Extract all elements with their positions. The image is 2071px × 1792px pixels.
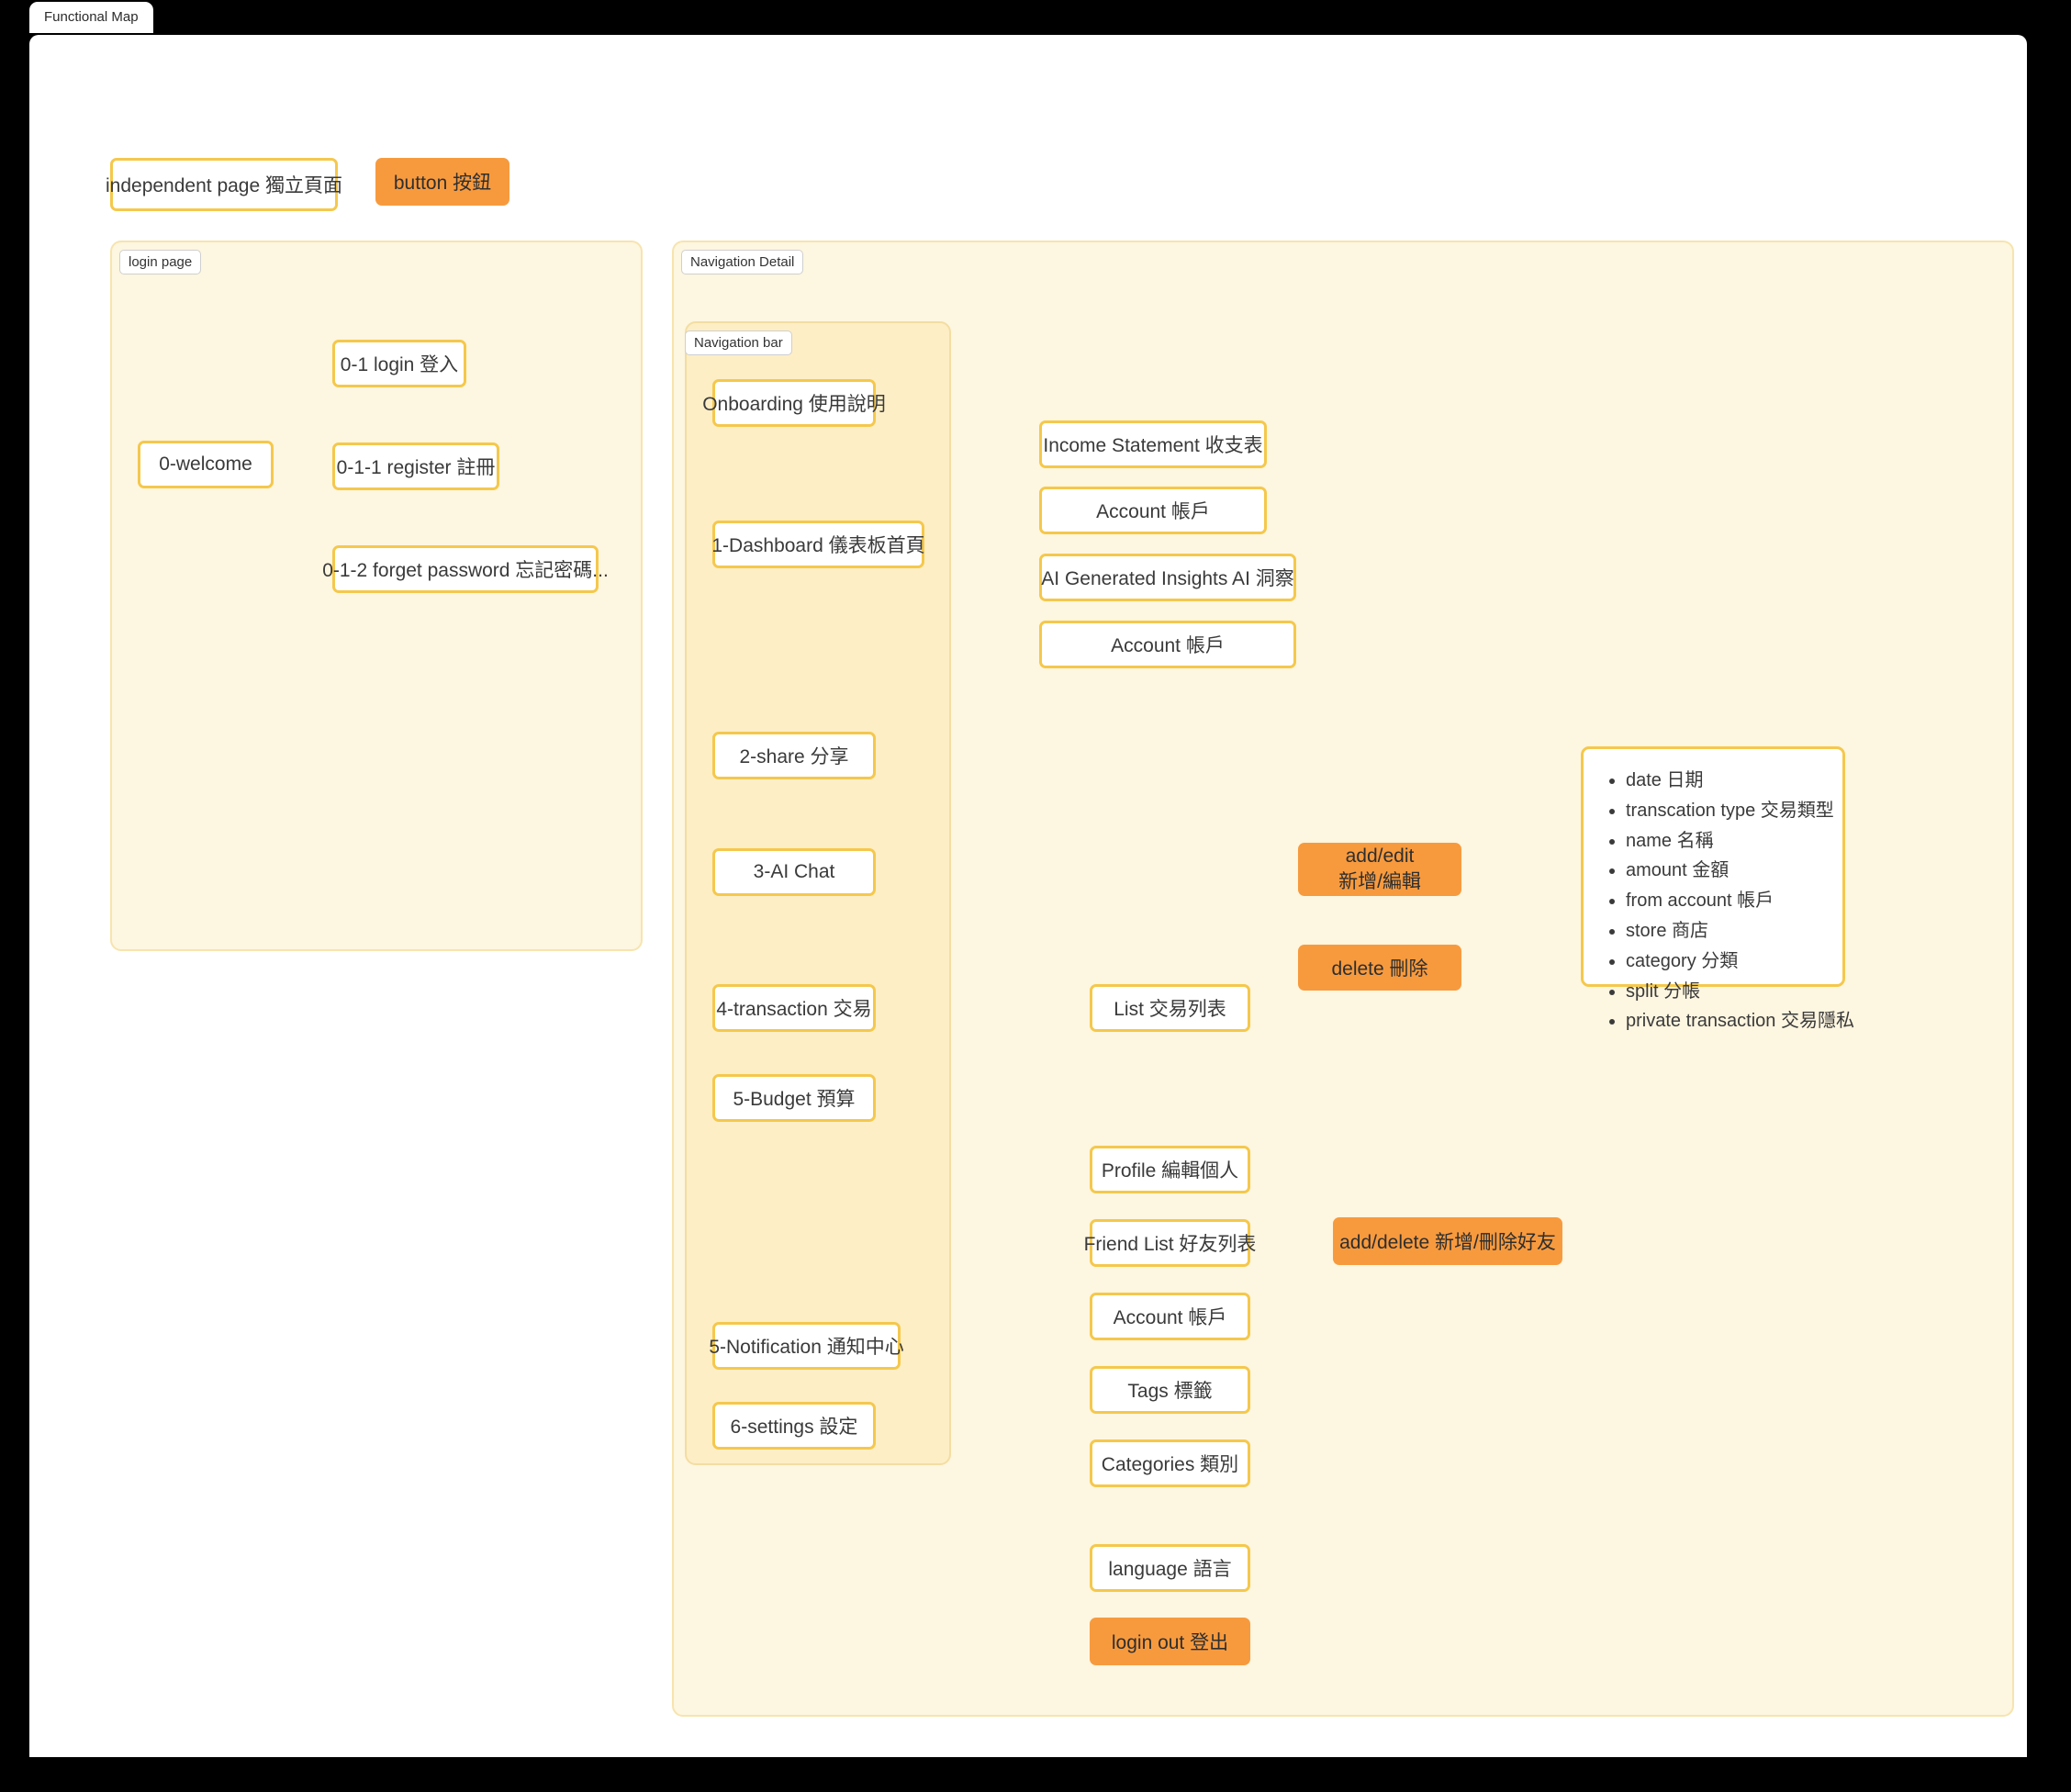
node-transaction-list[interactable]: List 交易列表: [1090, 984, 1250, 1032]
browser-tab-strip: Functional Map: [0, 0, 2071, 35]
node-ai-chat[interactable]: 3-AI Chat: [712, 848, 876, 896]
node-register[interactable]: 0-1-1 register 註冊: [332, 442, 499, 490]
list-item: split 分帳: [1626, 977, 1819, 1007]
tab-functional-map[interactable]: Functional Map: [29, 2, 153, 33]
node-settings-friend-list[interactable]: Friend List 好友列表: [1084, 1219, 1256, 1267]
node-settings[interactable]: 6-settings 設定: [712, 1402, 876, 1450]
list-item: name 名稱: [1626, 826, 1819, 857]
node-notification[interactable]: 5-Notification 通知中心: [709, 1322, 904, 1370]
list-item: transcation type 交易類型: [1626, 796, 1834, 826]
node-dashboard-account-2[interactable]: Account 帳戶: [1039, 621, 1296, 668]
node-transaction[interactable]: 4-transaction 交易: [712, 984, 876, 1032]
add-edit-label-zh: 新增/編輯: [1338, 871, 1421, 892]
diagram-canvas[interactable]: independent page 獨立頁面 button 按鈕 login pa…: [29, 35, 2027, 1757]
legend-button[interactable]: button 按鈕: [375, 158, 509, 206]
list-item: store 商店: [1626, 916, 1819, 946]
node-settings-language[interactable]: language 語言: [1090, 1544, 1250, 1592]
node-settings-categories[interactable]: Categories 類別: [1090, 1439, 1250, 1487]
node-share[interactable]: 2-share 分享: [712, 732, 876, 779]
node-settings-profile[interactable]: Profile 編輯個人: [1090, 1146, 1250, 1193]
node-ai-generated-insights[interactable]: AI Generated Insights AI 洞察: [1039, 554, 1296, 601]
list-item: private transaction 交易隱私: [1626, 1006, 1854, 1036]
add-edit-label-en: add/edit: [1345, 845, 1415, 867]
node-income-statement[interactable]: Income Statement 收支表: [1039, 420, 1267, 468]
node-settings-logout-button[interactable]: login out 登出: [1090, 1618, 1250, 1665]
legend-independent-page: independent page 獨立頁面: [106, 158, 342, 211]
node-dashboard[interactable]: 1-Dashboard 儀表板首頁: [711, 521, 925, 568]
panel-transaction-fields: date 日期 transcation type 交易類型 name 名稱 am…: [1581, 746, 1854, 1031]
node-login[interactable]: 0-1 login 登入: [332, 340, 466, 387]
node-forget-password[interactable]: 0-1-2 forget password 忘記密碼...: [322, 545, 609, 593]
node-settings-tags[interactable]: Tags 標籤: [1090, 1366, 1250, 1414]
app-window: independent page 獨立頁面 button 按鈕 login pa…: [29, 35, 2027, 1757]
group-label-navigation-bar: Navigation bar: [685, 330, 792, 355]
group-label-navigation-detail: Navigation Detail: [681, 250, 804, 274]
list-item: date 日期: [1626, 766, 1819, 796]
list-item: from account 帳戶: [1626, 886, 1819, 916]
list-item: amount 金額: [1626, 856, 1819, 886]
node-add-edit-button[interactable]: add/edit 新增/編輯: [1298, 843, 1461, 896]
node-budget[interactable]: 5-Budget 預算: [712, 1074, 876, 1122]
node-friend-add-delete-button[interactable]: add/delete 新增/刪除好友: [1333, 1217, 1562, 1265]
group-label-login-page: login page: [119, 250, 202, 274]
node-settings-account[interactable]: Account 帳戶: [1090, 1293, 1250, 1340]
node-onboarding[interactable]: Onboarding 使用說明: [702, 379, 886, 427]
node-delete-button[interactable]: delete 刪除: [1298, 945, 1461, 991]
transaction-field-list: date 日期 transcation type 交易類型 name 名稱 am…: [1604, 766, 1854, 1036]
list-item: category 分類: [1626, 946, 1819, 977]
node-dashboard-account-1[interactable]: Account 帳戶: [1039, 487, 1267, 534]
node-welcome[interactable]: 0-welcome: [138, 441, 274, 488]
